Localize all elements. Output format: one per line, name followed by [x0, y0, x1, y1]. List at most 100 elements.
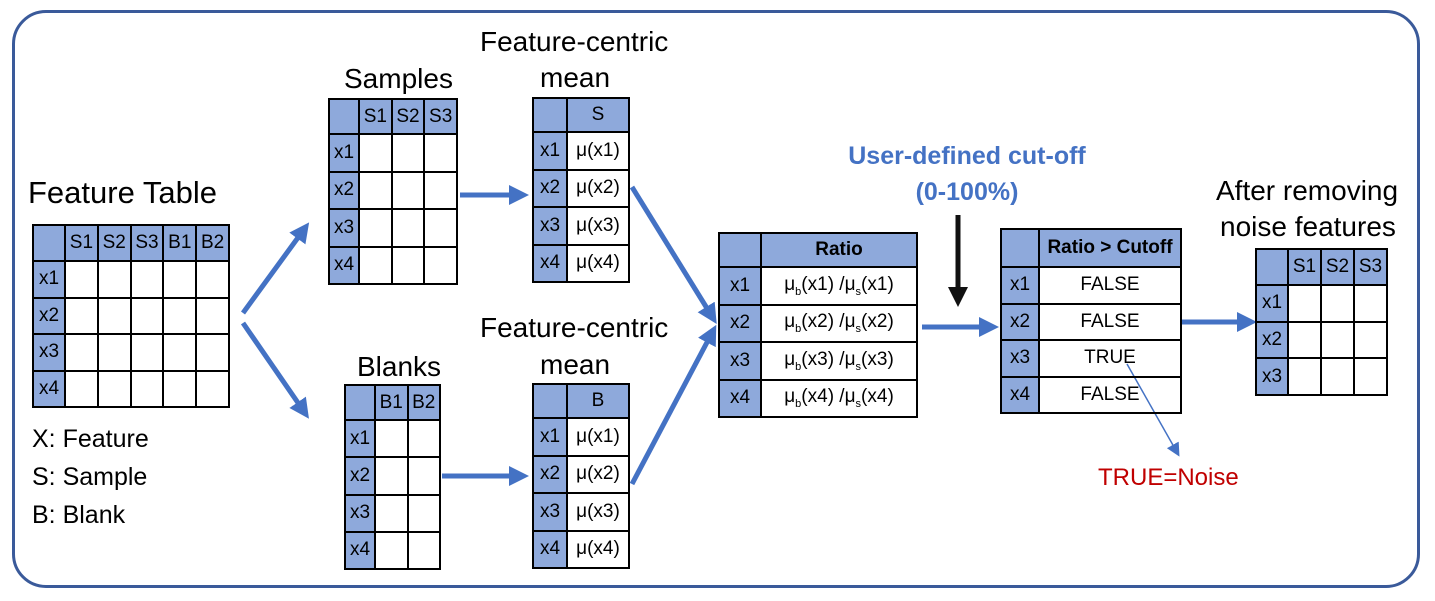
col-header: S3	[1353, 248, 1388, 286]
row-header: x4	[1000, 375, 1040, 414]
corner-cell	[1000, 228, 1040, 268]
corner-cell	[32, 224, 66, 262]
row-header: x1	[1255, 284, 1289, 323]
row-header: x2	[718, 303, 762, 343]
col-header: S3	[129, 224, 165, 262]
col-header: S2	[1320, 248, 1355, 286]
mean-value: μ(x2)	[566, 454, 630, 494]
arrow-bmean-to-ratio	[629, 324, 717, 486]
corner-cell	[1255, 248, 1289, 286]
mean-value: μ(x4)	[566, 243, 630, 283]
row-header: x1	[718, 266, 762, 306]
mean-value: μ(x1)	[566, 131, 630, 171]
col-header: S2	[96, 224, 132, 262]
row-header: x2	[532, 168, 568, 208]
col-header: B	[566, 383, 630, 419]
row-header: x4	[532, 243, 568, 283]
row-header: x4	[344, 530, 376, 571]
sample-mean-title-line1: Feature-centric	[480, 26, 669, 57]
mean-value: μ(x1)	[566, 417, 630, 457]
row-header: x3	[1000, 339, 1040, 378]
noise-note: TRUE=Noise	[1098, 464, 1239, 491]
row-header: x4	[718, 378, 762, 418]
result-title-line2: noise features	[1220, 211, 1396, 242]
legend-feature: X: Feature	[32, 425, 149, 453]
corner-cell	[328, 98, 360, 135]
ratio-value: μb(x1) /μs(x1)	[760, 266, 918, 306]
col-header: B1	[162, 224, 198, 262]
col-header: Ratio > Cutoff	[1038, 228, 1182, 268]
result-title-line1: After removing	[1216, 175, 1399, 206]
cutoff-label-line2: (0-100%)	[915, 178, 1019, 206]
comparison-value: FALSE	[1038, 266, 1182, 305]
ratio-value: μb(x3) /μs(x3)	[760, 341, 918, 381]
row-header: x2	[1000, 302, 1040, 341]
feature-table-title: Feature Table	[28, 175, 217, 210]
legend-sample: S: Sample	[32, 463, 148, 491]
blanks-title: Blanks	[357, 351, 442, 382]
col-header: S2	[390, 98, 426, 135]
row-header: x2	[344, 456, 376, 496]
row-header: x3	[328, 208, 360, 248]
row-header: x1	[1000, 266, 1040, 305]
ratio-table: Ratio x1 μb(x1) /μs(x1) x2 μb(x2) /μs(x2…	[718, 232, 918, 418]
col-header: S1	[64, 224, 99, 262]
mean-value: μ(x2)	[566, 168, 630, 208]
arrow-to-samples	[240, 222, 310, 315]
samples-table: S1 S2 S3 x1 x2 x3 x4	[328, 98, 458, 285]
cutoff-label-line1: User-defined cut-off	[848, 142, 1086, 170]
mean-value: μ(x3)	[566, 492, 630, 532]
row-header: x4	[328, 245, 360, 285]
row-header: x3	[718, 341, 762, 381]
corner-cell	[532, 383, 568, 419]
corner-cell	[532, 97, 568, 133]
row-header: x1	[328, 133, 360, 173]
corner-cell	[344, 384, 376, 421]
row-header: x2	[32, 296, 66, 335]
samples-title: Samples	[344, 63, 453, 94]
row-header: x3	[32, 333, 66, 372]
col-header: S3	[423, 98, 458, 135]
row-header: x1	[532, 131, 568, 171]
col-header: B2	[406, 384, 441, 421]
col-header: S1	[1287, 248, 1322, 286]
col-header: S1	[358, 98, 393, 135]
row-header: x2	[328, 170, 360, 210]
row-header: x3	[532, 206, 568, 246]
comparison-value: TRUE	[1038, 339, 1182, 378]
row-header: x1	[32, 260, 66, 299]
row-header: x1	[344, 418, 376, 459]
col-header: Ratio	[760, 232, 918, 268]
ratio-value: μb(x2) /μs(x2)	[760, 303, 918, 343]
row-header: x2	[532, 454, 568, 494]
mean-value: μ(x3)	[566, 206, 630, 246]
col-header: B1	[374, 384, 409, 421]
legend-blank: B: Blank	[32, 501, 126, 529]
blank-mean-title-line1: Feature-centric	[480, 312, 669, 343]
blanks-table: B1 B2 x1 x2 x3 x4	[344, 384, 441, 571]
arrow-smean-to-ratio	[629, 185, 717, 324]
arrow-to-blanks	[240, 321, 309, 419]
row-header: x3	[344, 493, 376, 533]
row-header: x3	[1255, 357, 1289, 396]
mean-value: μ(x4)	[566, 529, 630, 569]
row-header: x4	[532, 529, 568, 569]
row-header: x2	[1255, 320, 1289, 360]
result-table: S1 S2 S3 x1 x2 x3	[1255, 248, 1388, 396]
corner-cell	[718, 232, 762, 268]
row-header: x1	[532, 417, 568, 457]
row-header: x4	[32, 369, 66, 408]
col-header: S	[566, 97, 630, 133]
col-header: B2	[195, 224, 230, 262]
comparison-value: FALSE	[1038, 375, 1182, 414]
blank-mean-title-line2: mean	[540, 349, 611, 380]
ratio-value: μb(x4) /μs(x4)	[760, 378, 918, 418]
feature-table: S1 S2 S3 B1 B2 x1 x2 x3 x4	[32, 224, 230, 408]
row-header: x3	[532, 492, 568, 532]
comparison-value: FALSE	[1038, 302, 1182, 341]
sample-mean-title-line2: mean	[540, 62, 611, 93]
